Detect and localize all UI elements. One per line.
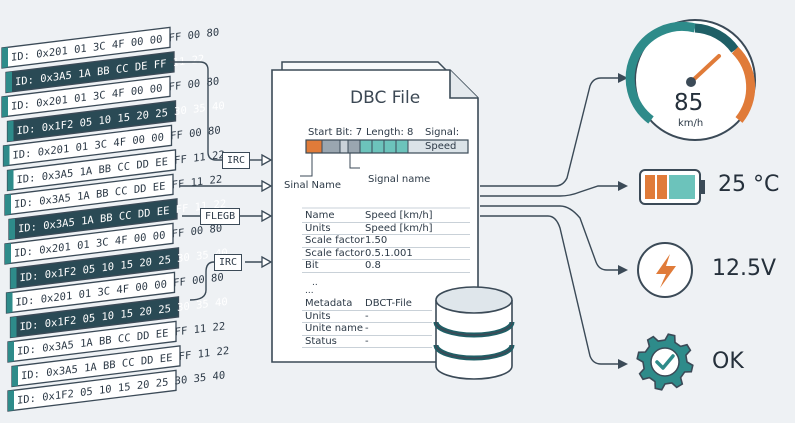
- ellipsis: ..: [312, 278, 318, 288]
- arrow-head: [618, 265, 628, 275]
- document-title: DBC File: [350, 88, 421, 108]
- arrow-head: [261, 209, 273, 223]
- table-key: Unite name: [305, 323, 364, 334]
- table-value: 0.8: [365, 260, 381, 271]
- table-row: Units Speed [km/h]: [302, 222, 470, 235]
- table-row: Units -: [302, 310, 432, 323]
- signal-label: Signal:: [425, 127, 460, 138]
- connector-arrow: [480, 77, 618, 187]
- arrow-head: [261, 153, 273, 167]
- table-key: Metadata: [305, 298, 353, 309]
- ellipsis: ...: [305, 286, 314, 296]
- table-key: Units: [305, 222, 331, 234]
- table-key: Name: [305, 210, 335, 221]
- status-value: OK: [712, 349, 744, 374]
- protocol-label: IRC: [222, 152, 251, 169]
- table-value: Speed [km/h]: [365, 210, 433, 221]
- voltage-value: 12.5V: [712, 256, 777, 281]
- table-key: Scale factor: [305, 235, 365, 246]
- battery-icon: [639, 169, 705, 205]
- speed-unit: km/h: [678, 118, 704, 129]
- signal-bit-bar: [300, 139, 469, 177]
- callout-signal-name: Signal name: [368, 174, 431, 185]
- table-row: Name Speed [km/h]: [302, 210, 470, 223]
- table-row: Metadata DBCT-File: [302, 298, 432, 311]
- connector-arrow: [170, 61, 222, 161]
- length-label: Length: 8: [366, 127, 414, 138]
- table-value: -: [365, 335, 369, 347]
- database-icon: [433, 286, 515, 380]
- gear-check-icon: [636, 333, 694, 391]
- table-value: 0.5.1.001: [365, 247, 413, 259]
- connector-arrow: [480, 185, 618, 197]
- arrow-head: [261, 179, 273, 193]
- table-key: Bit: [305, 260, 319, 271]
- connector-arrow: [480, 215, 618, 365]
- output-arrow-heads: [618, 73, 628, 369]
- input-connectors: [170, 61, 262, 301]
- connector-arrow: [189, 261, 215, 301]
- arrow-head: [618, 73, 628, 83]
- table-key: Units: [305, 310, 331, 322]
- start-bit-label: Start Bit: 7: [308, 127, 363, 138]
- table-key: Status: [305, 335, 337, 347]
- table-value: Speed [km/h]: [365, 222, 433, 234]
- signal-value: Speed: [425, 141, 457, 152]
- table-key: Scale factor: [305, 247, 365, 259]
- table-row: Unite name-: [302, 323, 432, 336]
- protocol-label: IRC: [214, 254, 243, 271]
- arrow-head: [618, 359, 628, 369]
- connector-arrow: [480, 205, 618, 271]
- speedometer-icon: [625, 19, 756, 141]
- table-row: Status -: [302, 335, 432, 348]
- lightning-bolt-icon: [637, 242, 693, 298]
- arrow-head: [261, 255, 273, 269]
- speed-value: 85: [674, 90, 704, 116]
- output-connectors: [480, 77, 618, 365]
- protocol-label: FLEGB: [200, 208, 241, 225]
- arrow-head: [618, 181, 628, 191]
- table-value: 1.50: [365, 235, 388, 246]
- document-fold: [449, 70, 478, 99]
- table-value: DBCT-File: [365, 298, 412, 309]
- temperature-value: 25 °C: [718, 172, 780, 197]
- table-value: -: [365, 323, 369, 334]
- arrow-heads: [261, 153, 273, 269]
- table-row: Bit 0.8: [302, 260, 470, 273]
- callout-signal-name: Sinal Name: [284, 180, 342, 191]
- table-value: -: [365, 310, 369, 322]
